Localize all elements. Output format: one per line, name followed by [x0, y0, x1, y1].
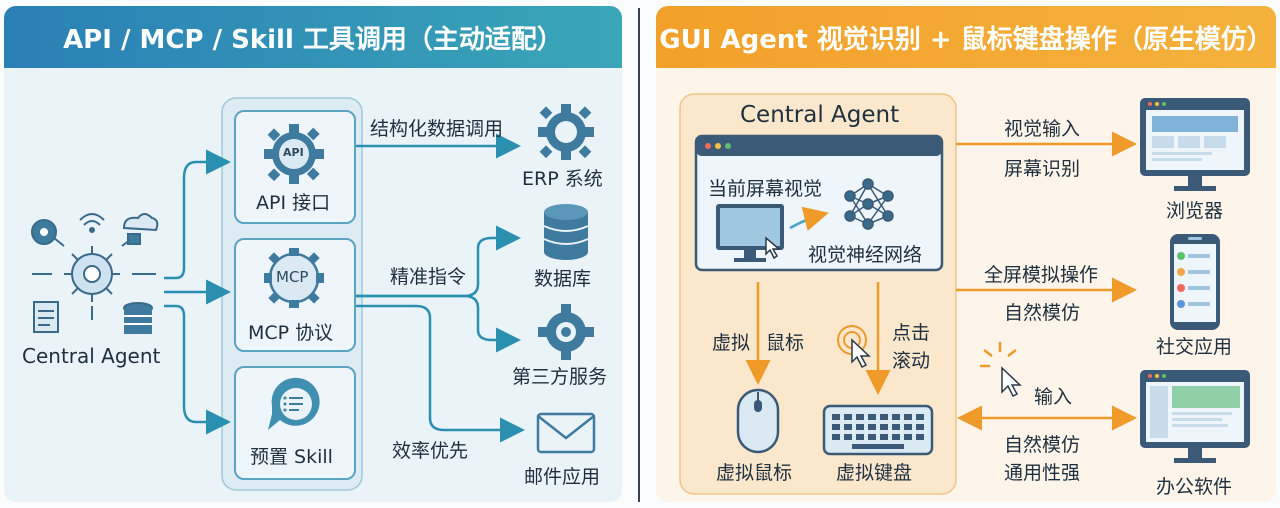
browser-monitor-icon — [1140, 98, 1250, 191]
keyboard-icon — [822, 404, 934, 456]
browser-label: 浏览器 — [1166, 200, 1224, 222]
erp-label: ERP 系统 — [522, 168, 603, 190]
office-monitor-icon — [1140, 370, 1250, 463]
mail-label: 邮件应用 — [524, 466, 601, 488]
edge-screen-recognition: 屏幕识别 — [1004, 158, 1081, 180]
edge-input: 输入 — [1034, 386, 1073, 408]
virtual-mouse-label: 虚拟鼠标 — [716, 462, 793, 484]
phone-icon — [1170, 234, 1220, 330]
mouse-word-label: 鼠标 — [766, 332, 805, 354]
edge-fullscreen-simulation: 全屏模拟操作 — [984, 264, 1099, 286]
office-software-label: 办公软件 — [1156, 476, 1233, 498]
click-pointer-icon — [837, 325, 871, 369]
right-central-agent-label: Central Agent — [740, 102, 900, 128]
social-app-label: 社交应用 — [1156, 336, 1233, 358]
input-cursor-icon — [980, 342, 1022, 398]
left-card-icons — [264, 124, 324, 430]
left-panel-title: API / MCP / Skill 工具调用（主动适配） — [4, 6, 622, 68]
edge-efficiency: 效率优先 — [392, 440, 469, 462]
database-icon — [543, 204, 589, 260]
gui-agent-panel: GUI Agent 视觉识别 + 鼠标键盘操作（原生模仿） — [656, 6, 1276, 502]
edge-natural-imitation: 自然模仿 — [1004, 302, 1081, 324]
virtual-keyboard-label: 虚拟键盘 — [836, 462, 913, 484]
db-label: 数据库 — [534, 268, 592, 290]
api-label: API 接口 — [256, 192, 331, 214]
mcp-badge-text: MCP — [276, 268, 309, 286]
virtual-label: 虚拟 — [712, 332, 751, 354]
edge-structured-data: 结构化数据调用 — [370, 118, 504, 140]
edge-visual-input: 视觉输入 — [1004, 118, 1081, 140]
mail-icon — [536, 412, 596, 454]
central-agent-label: Central Agent — [22, 344, 161, 368]
click-label: 点击 — [892, 322, 931, 344]
mcp-label: MCP 协议 — [248, 322, 334, 344]
right-diagram-graphics — [679, 93, 1250, 495]
edge-generality: 通用性强 — [1004, 462, 1081, 484]
neural-network-label: 视觉神经网络 — [808, 244, 923, 266]
mouse-icon — [736, 388, 780, 454]
screen-vision-label: 当前屏幕视觉 — [708, 178, 823, 200]
right-panel-title: GUI Agent 视觉识别 + 鼠标键盘操作（原生模仿） — [656, 6, 1276, 68]
scroll-label: 滚动 — [892, 350, 931, 372]
api-badge-text: API — [283, 146, 304, 159]
edge-natural-imitation-2: 自然模仿 — [1004, 434, 1081, 456]
skill-label: 预置 Skill — [250, 446, 333, 468]
api-mcp-skill-panel: API / MCP / Skill 工具调用（主动适配） — [4, 6, 622, 502]
third-party-label: 第三方服务 — [512, 366, 608, 388]
edge-precise-command: 精准指令 — [390, 266, 467, 288]
neural-network-icon — [844, 178, 894, 230]
central-agent-icon — [31, 213, 159, 334]
panel-divider — [638, 8, 640, 502]
third-party-gear-icon — [538, 304, 594, 360]
